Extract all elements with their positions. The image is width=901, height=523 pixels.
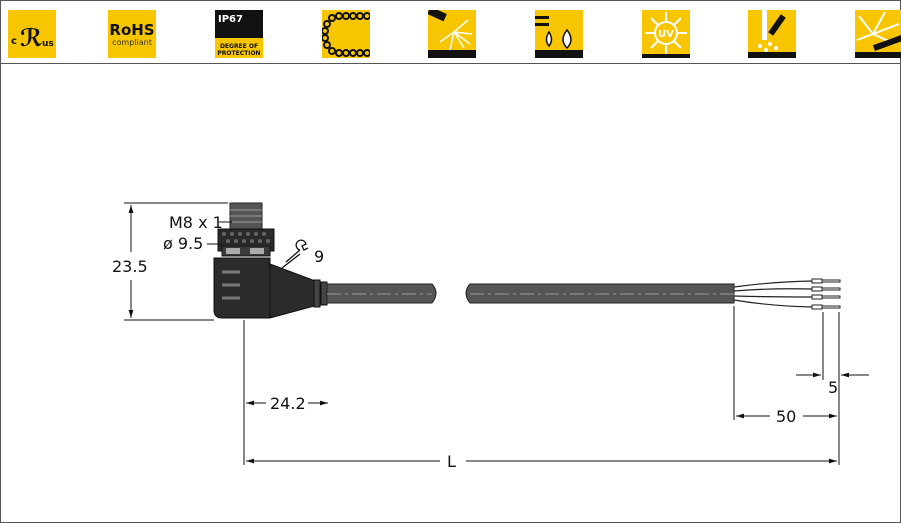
rohs-title: RoHS [109,21,154,39]
cable-left-segment [326,283,437,304]
wire-ferrules [811,278,841,310]
height-label: 23.5 [112,257,148,276]
offset-label: 24.2 [270,394,306,413]
angled-connector-body [213,257,328,319]
wrench-size-label: 9 [314,247,324,266]
knurled-nut [217,228,275,257]
ip-rating: IP67 [218,14,243,25]
wrench-icon [281,239,309,269]
flame-burst-icon [855,10,901,58]
rohs-subtitle: compliant [112,38,152,47]
lead-length-label: 50 [776,407,796,426]
ip-line1: DEGREE OF [220,43,258,50]
ul-suffix: us [42,39,54,49]
welding-spark-icon [428,10,476,58]
header-divider [0,63,901,64]
cable-right-segment [465,283,735,304]
thread-callout: M8 x 1 [169,213,232,232]
height-dimension [124,202,228,321]
connector-thread [229,202,263,230]
oil-resistant-icon [535,10,583,58]
uv-text: UV [658,29,674,40]
certification-badges: c ℛ us RoHS compliant IP67 DEGREE OF PRO… [0,0,901,63]
ip-line2: PROTECTION [217,50,260,57]
rohs-icon: RoHS compliant [108,10,156,58]
diameter-callout: ø 9.5 [163,234,222,253]
ip67-icon: IP67 DEGREE OF PROTECTION [215,10,263,58]
svg-text:ℛ: ℛ [20,24,43,52]
ul-listed-icon: c ℛ us [8,10,56,58]
welding-rod-icon [748,10,796,58]
drag-chain-icon [322,10,370,58]
length-label: L [447,452,456,471]
uv-resistant-icon: UV [642,10,690,58]
cable-dimension-drawing: M8 x 1 ø 9.5 9 23.5 24.2 5 50 [112,202,869,471]
diameter-label: ø 9.5 [163,234,203,253]
thread-label: M8 x 1 [169,213,223,232]
ul-prefix: c [11,36,17,47]
strip-length-label: 5 [828,378,838,397]
stripped-wires [733,280,813,308]
